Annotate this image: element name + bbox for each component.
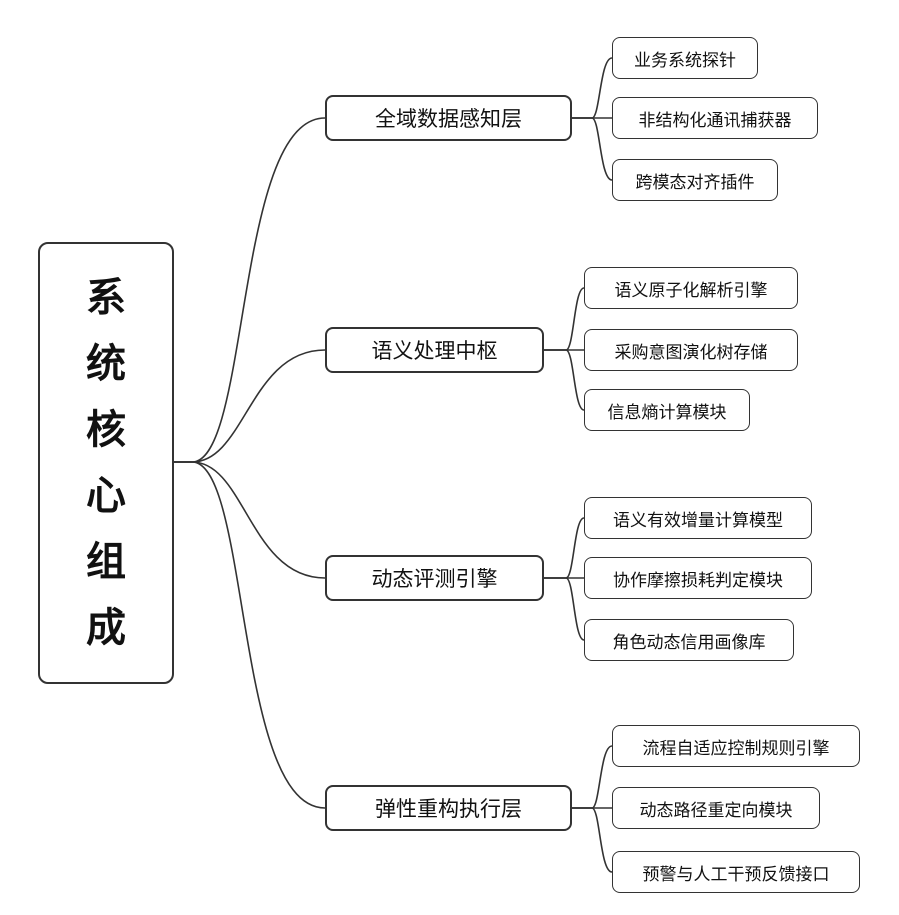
root-char: 成: [86, 608, 126, 648]
leaf-label: 信息熵计算模块: [608, 398, 727, 423]
leaf-label: 跨模态对齐插件: [636, 168, 755, 193]
leaf-node: 信息熵计算模块: [584, 389, 750, 431]
leaf-label: 协作摩擦损耗判定模块: [613, 566, 783, 591]
leaf-label: 预警与人工干预反馈接口: [643, 860, 830, 885]
connector-root-branch-2: [174, 350, 325, 462]
branch-label: 弹性重构执行层: [375, 793, 522, 823]
leaf-label: 非结构化通讯捕获器: [639, 106, 792, 131]
branch-label: 动态评测引擎: [372, 563, 498, 593]
leaf-node: 语义原子化解析引擎: [584, 267, 798, 309]
connector-root-branch-3: [174, 462, 325, 578]
leaf-label: 采购意图演化树存储: [615, 338, 768, 363]
leaf-label: 动态路径重定向模块: [640, 796, 793, 821]
leaf-label: 业务系统探针: [634, 46, 736, 71]
root-char: 系: [86, 278, 126, 318]
leaf-node: 预警与人工干预反馈接口: [612, 851, 860, 893]
root-node: 系 统 核 心 组 成: [38, 242, 174, 684]
branch-node-3: 动态评测引擎: [325, 555, 544, 601]
leaf-node: 角色动态信用画像库: [584, 619, 794, 661]
leaf-label: 语义原子化解析引擎: [615, 276, 768, 301]
leaf-node: 流程自适应控制规则引擎: [612, 725, 860, 767]
connector-b3-c3: [544, 578, 584, 640]
connector-b2-c3: [544, 350, 584, 410]
root-char: 心: [86, 476, 126, 516]
branch-node-1: 全域数据感知层: [325, 95, 572, 141]
leaf-node: 业务系统探针: [612, 37, 758, 79]
connector-b1-c1: [572, 58, 612, 118]
root-char: 统: [86, 344, 126, 384]
root-char: 核: [86, 410, 126, 450]
connector-b1-c3: [572, 118, 612, 180]
leaf-label: 语义有效增量计算模型: [613, 506, 783, 531]
leaf-node: 协作摩擦损耗判定模块: [584, 557, 812, 599]
root-char: 组: [86, 542, 126, 582]
leaf-node: 动态路径重定向模块: [612, 787, 820, 829]
connector-root-branch-4: [174, 462, 325, 808]
leaf-label: 流程自适应控制规则引擎: [643, 734, 830, 759]
branch-label: 全域数据感知层: [375, 103, 522, 133]
branch-node-2: 语义处理中枢: [325, 327, 544, 373]
connector-root-branch-1: [174, 118, 325, 462]
connector-b2-c1: [544, 288, 584, 350]
connector-b4-c1: [572, 746, 612, 808]
leaf-node: 跨模态对齐插件: [612, 159, 778, 201]
connector-b3-c1: [544, 518, 584, 578]
leaf-node: 非结构化通讯捕获器: [612, 97, 818, 139]
leaf-label: 角色动态信用画像库: [613, 628, 766, 653]
connector-b4-c3: [572, 808, 612, 872]
leaf-node: 采购意图演化树存储: [584, 329, 798, 371]
branch-label: 语义处理中枢: [372, 335, 498, 365]
branch-node-4: 弹性重构执行层: [325, 785, 572, 831]
leaf-node: 语义有效增量计算模型: [584, 497, 812, 539]
